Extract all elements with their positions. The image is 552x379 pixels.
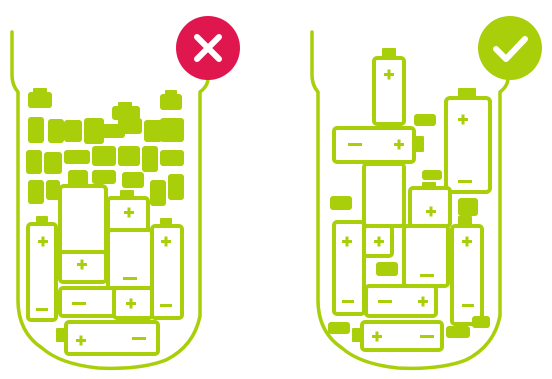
wrong-badge (176, 16, 240, 80)
right-badge (478, 16, 542, 80)
right-illustration (276, 0, 552, 379)
battery-aa-1 (374, 58, 404, 124)
battery-9v (364, 164, 404, 226)
panel-right (276, 0, 552, 379)
wrong-illustration (0, 0, 276, 379)
overfilled-batteries (26, 88, 184, 354)
battery-c-1 (446, 98, 490, 192)
sorted-batteries (328, 48, 490, 350)
panel-wrong (0, 0, 276, 379)
